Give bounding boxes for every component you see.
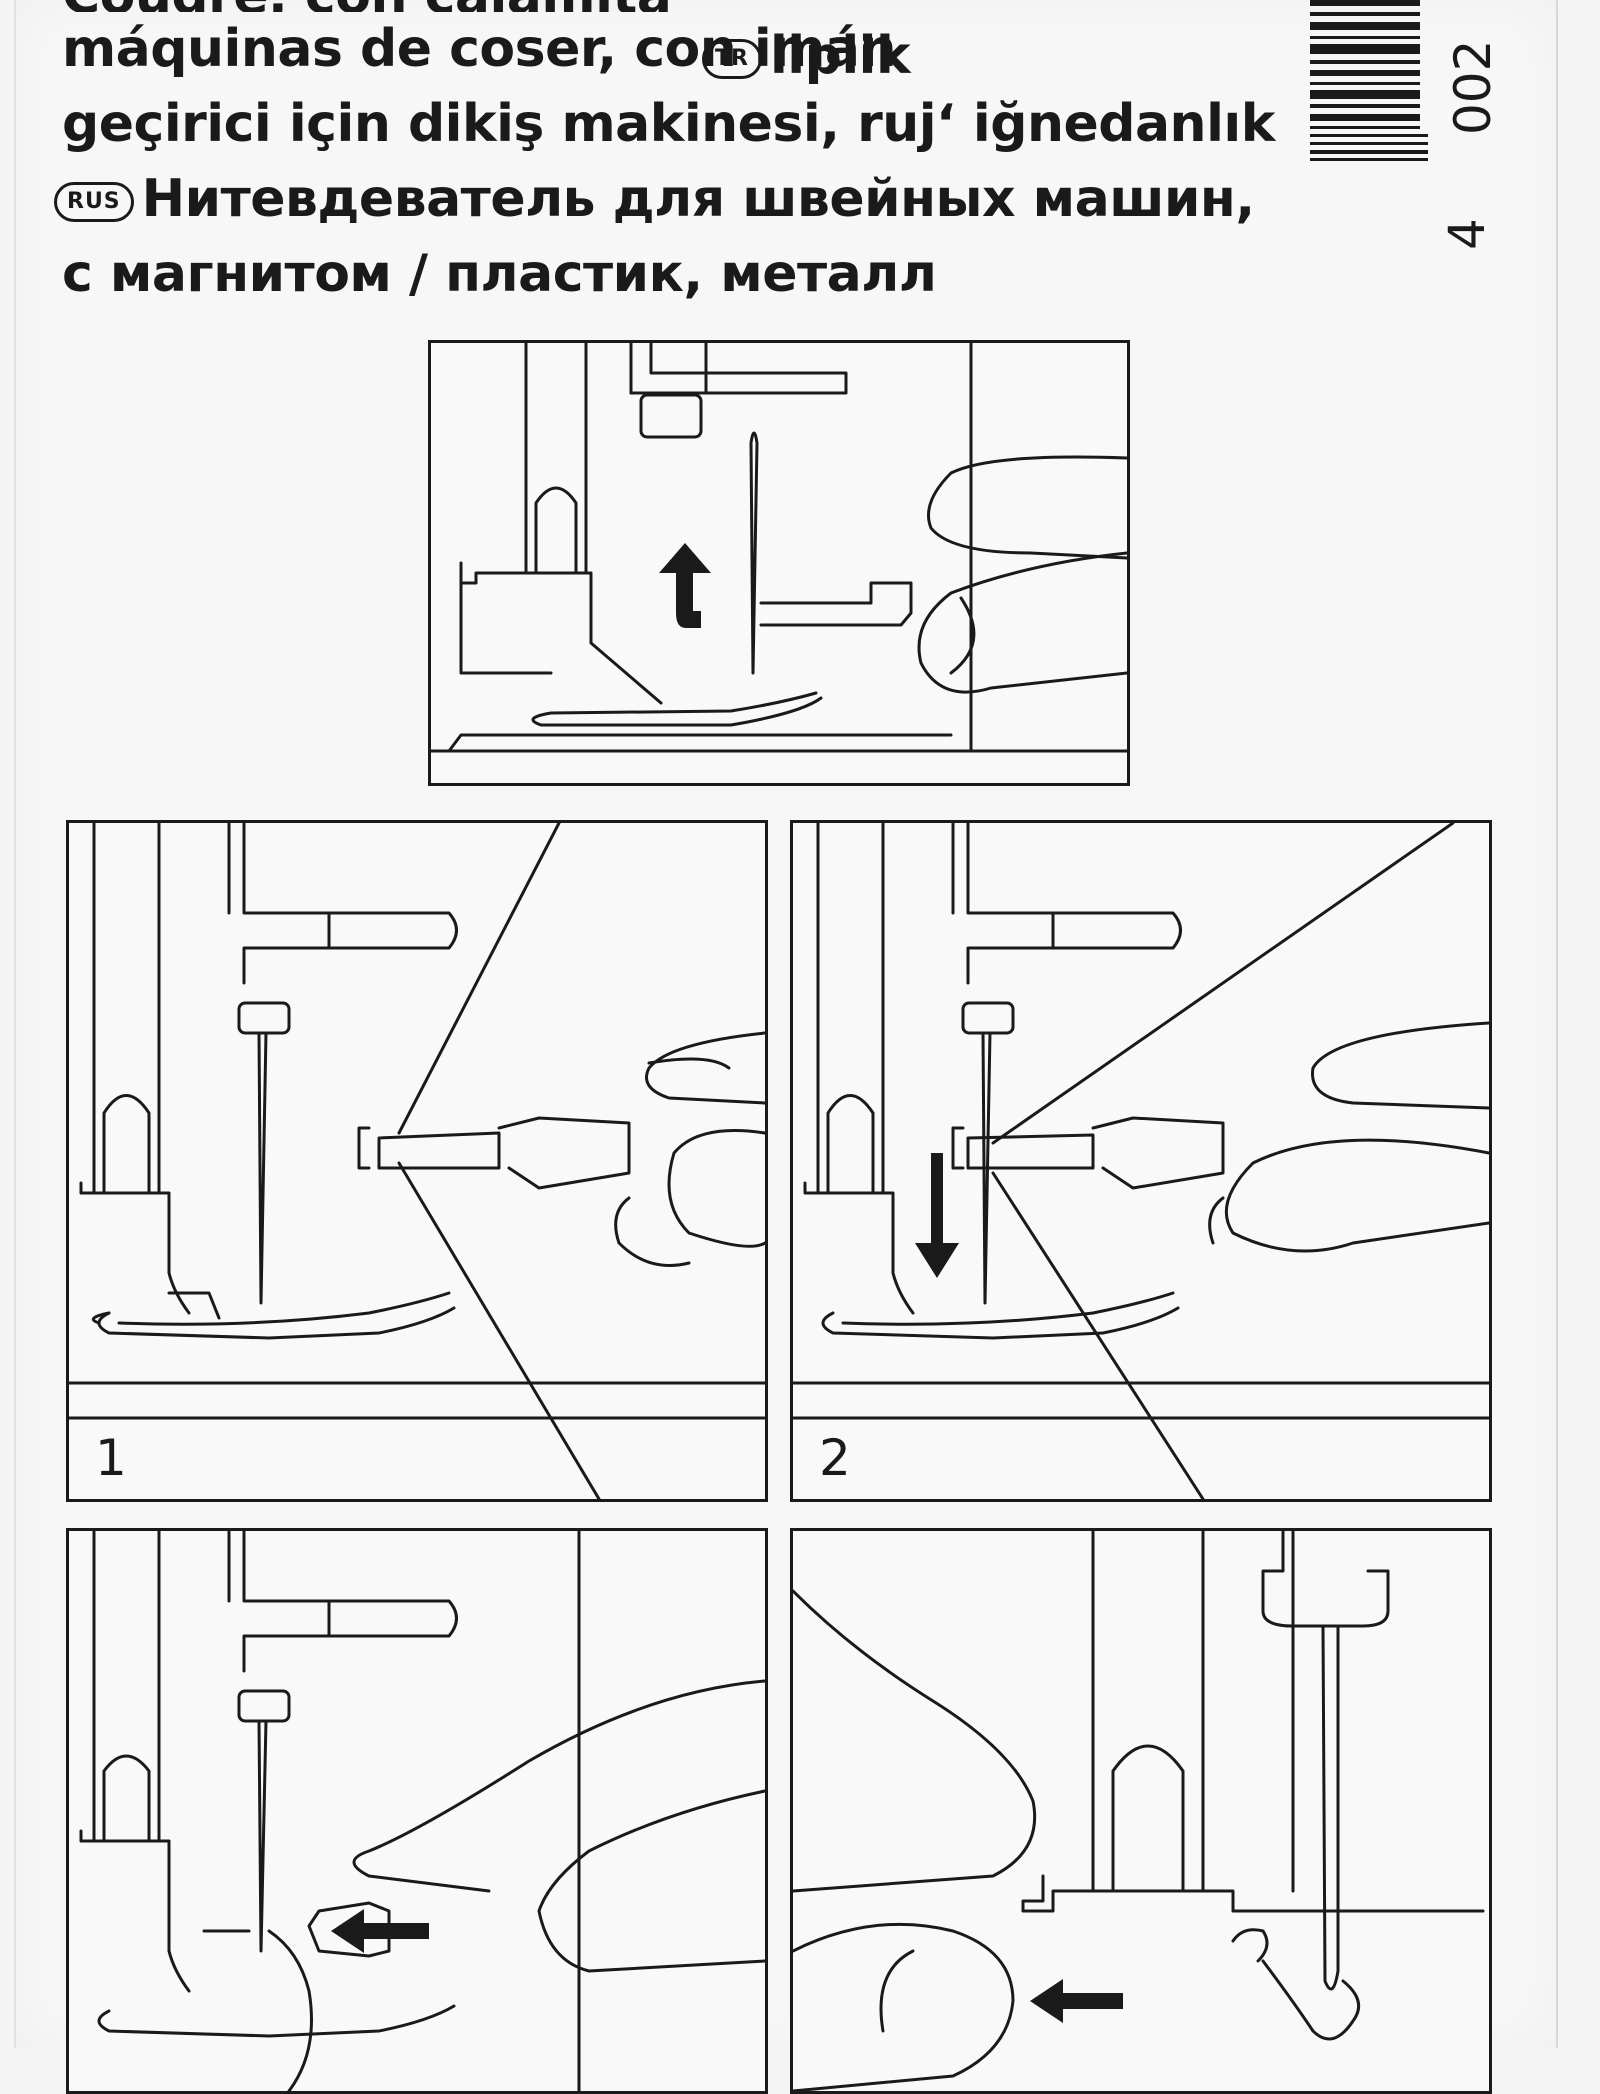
barcode [1310, 0, 1428, 161]
barcode-digits: 4 002 [1430, 0, 1510, 250]
illustration-step-3 [66, 1528, 768, 2094]
step-3-drawing [79, 1531, 765, 2091]
overview-drawing [431, 343, 1127, 753]
russian-text-line-2: с магнитом / пластик, металл [62, 244, 937, 304]
step-4-drawing [793, 1531, 1485, 2091]
spanish-text-line: máquinas de coser, con imán [62, 19, 897, 79]
product-description: Coudre, con calamita máquinas de coser, … [54, 0, 1312, 312]
step-number: 1 [95, 1429, 127, 1487]
language-badge-rus: RUS [54, 182, 134, 222]
turkish-text-start: liplik [769, 26, 911, 86]
russian-text-start: Нитевдеватель для швейных машин, [141, 169, 1255, 229]
step-2-drawing [793, 823, 1489, 1499]
illustration-step-1: 1 [66, 820, 768, 1502]
cut-text-line: Coudre, con calamita [62, 0, 1312, 12]
turkish-text-line-2: geçirici için dikiş makinesi, ruj‘ iğned… [62, 94, 1275, 154]
illustration-step-2: 2 [790, 820, 1492, 1502]
language-badge-tr: TR [702, 39, 762, 79]
illustration-overview [428, 340, 1130, 786]
step-number: 2 [819, 1429, 851, 1487]
step-1-drawing [69, 823, 765, 1499]
illustration-step-4 [790, 1528, 1492, 2094]
barcode-digit-group: 002 [1444, 39, 1502, 135]
barcode-digit-lead: 4 [1438, 218, 1496, 250]
